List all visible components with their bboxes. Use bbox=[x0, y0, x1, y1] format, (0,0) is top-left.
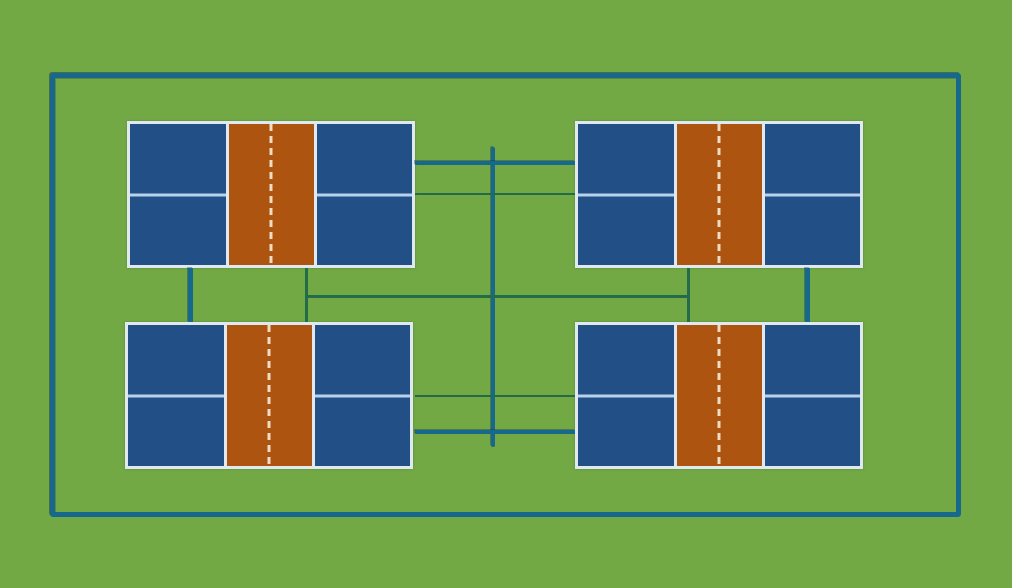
kitchen-zone bbox=[228, 124, 314, 265]
service-area-left bbox=[130, 124, 226, 265]
service-centerline-left bbox=[128, 394, 224, 397]
service-area-left bbox=[128, 325, 224, 466]
service-area-right bbox=[764, 124, 861, 265]
service-centerline-left bbox=[130, 193, 226, 196]
service-centerline-left bbox=[578, 394, 674, 397]
service-centerline-right bbox=[764, 193, 861, 196]
service-centerline-left bbox=[578, 193, 674, 196]
right-vertical-thin-line bbox=[687, 268, 690, 322]
mid-long-thin-line bbox=[306, 295, 690, 298]
left-vertical-thin-line bbox=[305, 268, 308, 322]
court-top-left bbox=[127, 121, 415, 268]
perimeter-boundary-line bbox=[50, 73, 961, 517]
court-bottom-right bbox=[575, 322, 863, 469]
service-centerline-right bbox=[316, 193, 413, 196]
bottom-gap-thick-line bbox=[415, 430, 575, 434]
net-dashed-line bbox=[269, 124, 273, 265]
left-vertical-thick-line bbox=[188, 268, 193, 322]
kitchen-zone bbox=[676, 325, 762, 466]
court-bottom-left bbox=[125, 322, 413, 469]
top-gap-thick-line bbox=[415, 161, 575, 165]
service-centerline-right bbox=[764, 394, 861, 397]
service-area-left bbox=[578, 325, 674, 466]
court-top-right bbox=[575, 121, 863, 268]
bottom-gap-thin-line bbox=[415, 395, 575, 397]
service-area-right bbox=[764, 325, 861, 466]
kitchen-zone bbox=[226, 325, 312, 466]
net-dashed-line bbox=[267, 325, 271, 466]
service-area-right bbox=[314, 325, 411, 466]
service-area-right bbox=[316, 124, 413, 265]
service-area-left bbox=[578, 124, 674, 265]
net-dashed-line bbox=[717, 325, 721, 466]
top-gap-thin-line bbox=[415, 193, 575, 195]
kitchen-zone bbox=[676, 124, 762, 265]
net-dashed-line bbox=[717, 124, 721, 265]
right-vertical-thick-line bbox=[805, 268, 810, 322]
service-centerline-right bbox=[314, 394, 411, 397]
